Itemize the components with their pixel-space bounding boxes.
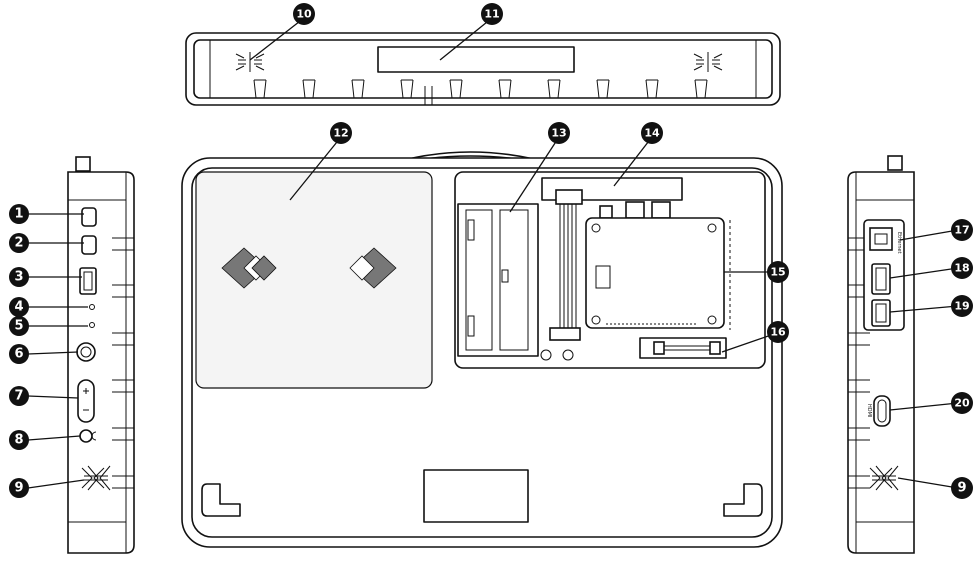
corner-bumper-bl [201, 483, 241, 517]
callout-12: 12 [330, 122, 352, 144]
callout-17: 17 [951, 219, 973, 241]
callout-15: 15 [767, 261, 789, 283]
callout-9-right-label: 9 [957, 481, 966, 496]
top-edge-ribs [253, 79, 708, 105]
callout-7: 7 [9, 386, 29, 406]
connector-board [541, 177, 683, 201]
callout-3-label: 3 [14, 270, 23, 285]
power-button [76, 342, 96, 362]
logo-right [349, 247, 397, 289]
callout-8: 8 [9, 430, 29, 450]
usb-c-port-left-1 [81, 207, 97, 227]
callout-1: 1 [9, 204, 29, 224]
callout-11: 11 [481, 3, 503, 25]
left-side-body [67, 171, 135, 554]
right-top-tab [887, 155, 903, 171]
callout-9-right: 9 [951, 477, 973, 499]
callout-13: 13 [548, 122, 570, 144]
callout-4: 4 [9, 297, 29, 317]
ribbon-cable [559, 204, 577, 330]
callout-19-label: 19 [954, 300, 969, 313]
right-side-view: Ethernet HDMI [847, 155, 915, 554]
corner-bumper-br [723, 483, 763, 517]
led-indicator [89, 304, 95, 310]
right-speaker [869, 465, 899, 491]
callout-18-label: 18 [954, 262, 969, 275]
hdmi-label: HDMI [866, 404, 872, 417]
callout-5-label: 5 [14, 319, 23, 334]
logo-left [221, 247, 277, 289]
top-edge-view [185, 32, 781, 106]
ribbon-connector [549, 327, 581, 341]
callout-9-left: 9 [9, 478, 29, 498]
ethernet-label: Ethernet [896, 232, 902, 254]
left-top-tab [75, 156, 91, 172]
top-speaker-left [235, 52, 265, 72]
leader-lines [27, 17, 959, 489]
audio-jack [79, 429, 93, 443]
internal-cable-bay [639, 337, 727, 359]
compute-module [585, 217, 725, 329]
callout-10-label: 10 [296, 8, 312, 21]
callout-2-label: 2 [14, 236, 23, 251]
top-edge-inner [193, 39, 773, 99]
mic-hole [89, 322, 95, 328]
callout-10: 10 [293, 3, 315, 25]
callout-20: 20 [951, 392, 973, 414]
callout-1-label: 1 [14, 207, 23, 222]
callout-14-label: 14 [644, 127, 660, 140]
callout-14: 14 [641, 122, 663, 144]
top-edge-body [185, 32, 781, 106]
sd-card-slot [595, 265, 611, 289]
battery-slots [457, 203, 539, 357]
callout-4-label: 4 [14, 300, 23, 315]
callout-11-label: 11 [484, 8, 499, 21]
callout-16-label: 16 [770, 326, 786, 339]
callout-15-label: 15 [770, 266, 785, 279]
callout-2: 2 [9, 233, 29, 253]
callout-17-label: 17 [954, 224, 969, 237]
callout-20-label: 20 [954, 397, 970, 410]
callout-9-left-label: 9 [14, 481, 23, 496]
callout-19: 19 [951, 295, 973, 317]
callout-16: 16 [767, 321, 789, 343]
back-label-area [423, 469, 529, 523]
left-speaker [81, 465, 111, 491]
callout-6: 6 [9, 344, 29, 364]
back-view [181, 151, 783, 548]
volume-rocker [77, 379, 95, 423]
callout-5: 5 [9, 316, 29, 336]
callout-6-label: 6 [14, 347, 23, 362]
callout-7-label: 7 [14, 389, 23, 404]
callout-12-label: 12 [333, 127, 348, 140]
callout-13-label: 13 [551, 127, 566, 140]
left-side-view [67, 156, 135, 554]
callout-18: 18 [951, 257, 973, 279]
ethernet-port [869, 227, 893, 251]
top-speaker-right [693, 52, 723, 72]
top-edge-slot [377, 46, 575, 73]
back-inner [191, 167, 773, 538]
usb-c-port-left-2 [81, 235, 97, 255]
battery-cover [195, 171, 433, 389]
callout-8-label: 8 [14, 433, 23, 448]
callout-3: 3 [9, 267, 29, 287]
